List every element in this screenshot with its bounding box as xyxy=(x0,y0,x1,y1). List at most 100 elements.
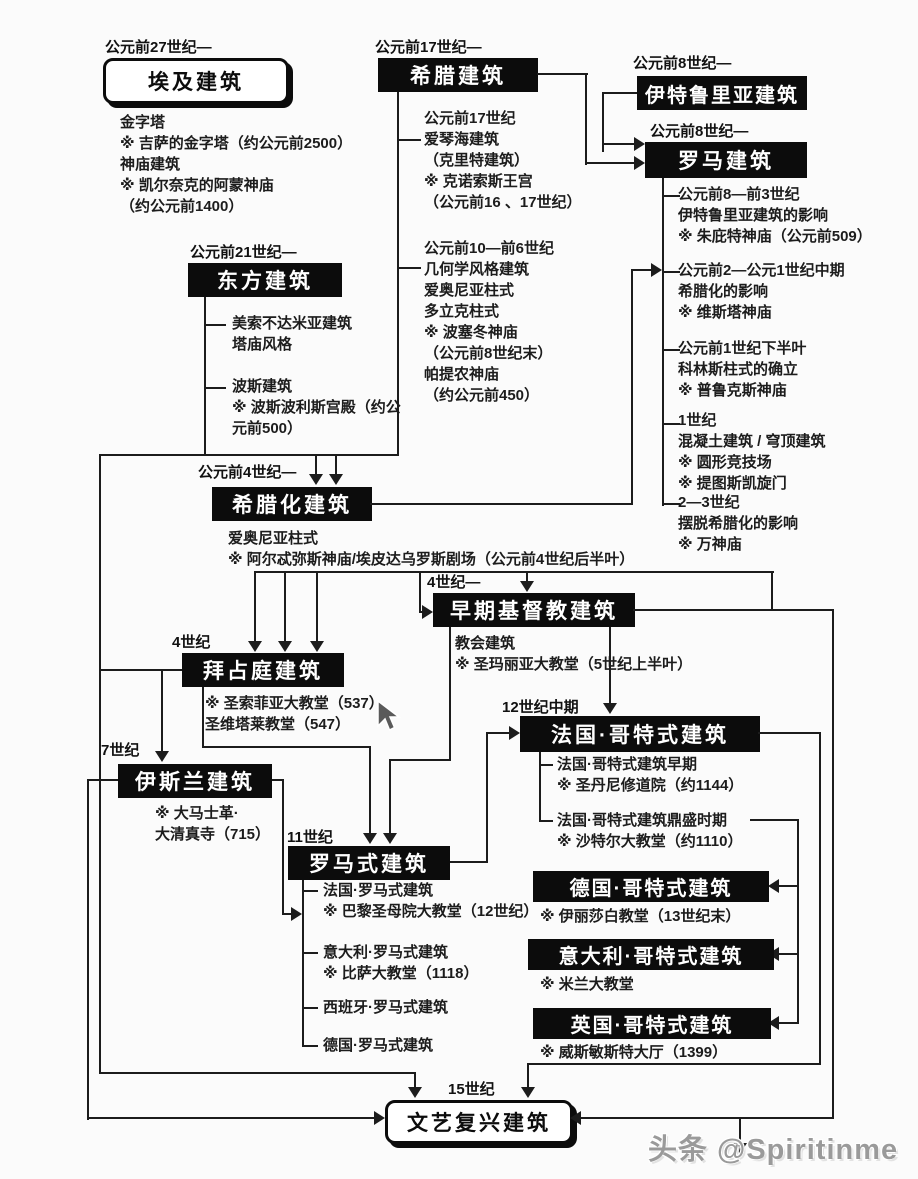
romanesque-node: 罗马式建筑 xyxy=(288,846,450,880)
connector xyxy=(450,861,488,863)
arrow-into-rome-timeline xyxy=(651,263,662,277)
english-gothic-node: 英国·哥特式建筑 xyxy=(533,1008,771,1039)
islamic-era-label: 7世纪 xyxy=(101,742,140,759)
connector xyxy=(204,297,206,456)
connector xyxy=(662,178,664,506)
arrow-into-rome xyxy=(634,156,645,170)
connector xyxy=(662,271,680,273)
german-gothic-notes: ※ 伊丽莎白教堂（13世纪末） xyxy=(540,908,741,925)
arrow-into-french-gothic xyxy=(603,703,617,714)
connector xyxy=(585,162,634,164)
connector xyxy=(449,627,451,761)
connector xyxy=(819,732,821,1065)
connector xyxy=(662,349,680,351)
connector xyxy=(771,571,773,611)
italian-gothic-node: 意大利·哥特式建筑 xyxy=(528,939,774,970)
connector xyxy=(87,1117,375,1119)
connector xyxy=(419,571,421,613)
connector xyxy=(750,819,799,821)
greece-note-geometric: 公元前10—前6世纪 几何学风格建筑 爱奥尼亚柱式 多立克柱式 ※ 波塞冬神庙 … xyxy=(424,240,555,404)
byzantine-era-label: 4世纪 xyxy=(172,634,211,651)
connector xyxy=(302,890,318,892)
early-christian-era-label: 4世纪— xyxy=(427,574,481,591)
watermark: 头条 @Spiritinme xyxy=(648,1134,899,1166)
connector xyxy=(316,571,318,641)
connector xyxy=(302,952,318,954)
connector xyxy=(87,779,89,1120)
connector xyxy=(537,73,588,75)
egypt-notes: 金字塔 ※ 吉萨的金字塔（约公元前2500） 神庙建筑 ※ 凯尔奈克的阿蒙神庙 … xyxy=(120,114,353,215)
arrow-into-english-gothic xyxy=(768,1016,779,1030)
arrow-into-byzantine xyxy=(310,641,324,652)
arrow-into-rome xyxy=(634,137,645,151)
connector xyxy=(99,1072,416,1074)
connector xyxy=(370,503,633,505)
etruscan-era-label: 公元前8世纪— xyxy=(633,55,732,72)
hellenistic-node: 希腊化建筑 xyxy=(212,487,372,521)
connector xyxy=(777,953,799,955)
islamic-notes: ※ 大马士革· 大清真寺（715） xyxy=(155,805,271,843)
connector xyxy=(758,732,821,734)
connector xyxy=(302,880,304,1047)
connector xyxy=(486,732,512,734)
connector xyxy=(282,779,284,915)
egypt-era-label: 公元前27世纪— xyxy=(105,39,212,56)
greece-era-label: 公元前17世纪— xyxy=(375,39,482,56)
connector xyxy=(369,746,371,834)
french-gothic-node: 法国·哥特式建筑 xyxy=(520,716,760,752)
connector xyxy=(526,571,528,583)
connector xyxy=(414,1072,416,1089)
connector xyxy=(204,324,226,326)
connector xyxy=(631,269,633,505)
arrow-down-continuation xyxy=(733,1143,747,1154)
romanesque-note-spain: 西班牙·罗马式建筑 xyxy=(323,999,448,1016)
italian-gothic-notes: ※ 米兰大教堂 xyxy=(540,976,634,993)
mouse-cursor xyxy=(377,700,402,732)
connector xyxy=(539,764,553,766)
arrow-into-renaissance xyxy=(374,1111,385,1125)
early-christian-notes: 教会建筑 ※ 圣玛丽亚大教堂（5世纪上半叶） xyxy=(455,635,693,673)
connector xyxy=(578,1117,834,1119)
greece-node: 希腊建筑 xyxy=(378,58,538,92)
arrow-into-renaissance xyxy=(521,1087,535,1098)
connector xyxy=(602,143,634,145)
arrow-into-german-gothic xyxy=(768,879,779,893)
connector xyxy=(302,1045,318,1047)
connector xyxy=(739,1117,741,1145)
german-gothic-node: 德国·哥特式建筑 xyxy=(533,871,769,902)
orient-note-persia: 波斯建筑 ※ 波斯波利斯宫殿（约公 元前500） xyxy=(232,378,401,437)
french-gothic-note-early: 法国·哥特式建筑早期 ※ 圣丹尼修道院（约1144） xyxy=(557,756,744,794)
french-gothic-era-label: 12世纪中期 xyxy=(502,699,579,716)
connector xyxy=(662,195,680,197)
connector xyxy=(609,627,611,705)
connector xyxy=(539,752,541,822)
rome-note-etruscan-influence: 公元前8—前3世纪 伊特鲁里亚建筑的影响 ※ 朱庇特神庙（公元前509） xyxy=(678,186,872,245)
egypt-node: 埃及建筑 xyxy=(103,58,289,104)
romanesque-note-germany: 德国·罗马式建筑 xyxy=(323,1037,433,1054)
connector xyxy=(282,913,293,915)
rome-note-hellenized: 公元前2—公元1世纪中期 希腊化的影响 ※ 维斯塔神庙 xyxy=(678,262,845,321)
early-christian-node: 早期基督教建筑 xyxy=(433,593,635,627)
connector xyxy=(602,92,604,152)
orient-era-label: 公元前21世纪— xyxy=(190,244,297,261)
orient-note-mesopotamia: 美索不达米亚建筑 塔庙风格 xyxy=(232,315,353,353)
arrow-into-hellenistic xyxy=(329,474,343,485)
greece-note-aegean: 公元前17世纪 爱琴海建筑 （克里特建筑） ※ 克诺索斯王宫 （公元前16 、1… xyxy=(424,110,582,211)
connector xyxy=(633,609,834,611)
connector xyxy=(99,454,101,1074)
arrow-into-hellenistic xyxy=(309,474,323,485)
arrow-into-byzantine xyxy=(278,641,292,652)
rome-note-corinthian: 公元前1世纪下半叶 科林斯柱式的确立 ※ 普鲁克斯神庙 xyxy=(678,340,807,399)
arrow-into-islamic xyxy=(155,751,169,762)
connector xyxy=(539,820,553,822)
orient-node: 东方建筑 xyxy=(188,263,342,297)
byzantine-node: 拜占庭建筑 xyxy=(182,653,344,687)
connector xyxy=(389,759,451,761)
romanesque-note-france: 法国·罗马式建筑 ※ 巴黎圣母院大教堂（12世纪） xyxy=(323,882,539,920)
arrow-into-byzantine xyxy=(248,641,262,652)
connector xyxy=(662,503,680,505)
connector xyxy=(631,269,652,271)
connector xyxy=(302,1007,318,1009)
connector xyxy=(254,571,774,573)
